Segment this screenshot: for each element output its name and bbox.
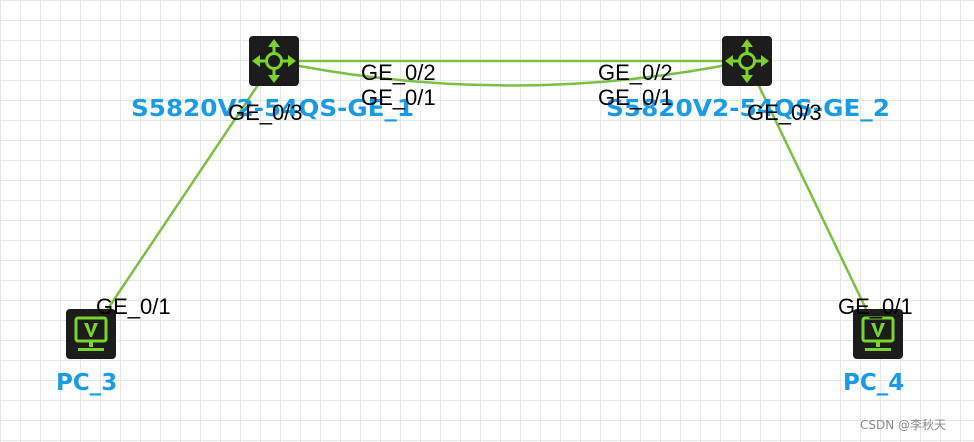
port-label-sw2-ge03: GE_0/3 (747, 100, 822, 125)
link-sw1-sw2-ge01[interactable] (273, 59, 748, 87)
device-label-sw2: S5820V2-54QS-GE_2 (606, 96, 890, 122)
port-label-sw1-ge01: GE_0/1 (361, 85, 436, 110)
port-label-sw1-ge02: GE_0/2 (361, 60, 436, 85)
port-label-sw2-ge02: GE_0/2 (598, 60, 673, 85)
router-switch-icon[interactable] (720, 34, 774, 88)
link-sw2-pc4[interactable] (745, 60, 880, 335)
device-label-sw1: S5820V2-54QS-GE_1 (131, 96, 414, 122)
port-label-sw1-ge03: GE_0/3 (228, 100, 303, 125)
router-switch-icon[interactable] (247, 34, 301, 88)
link-sw1-pc3[interactable] (89, 60, 276, 335)
port-label-pc3-ge01: GE_0/1 (96, 294, 171, 319)
device-label-pc3: PC_3 (56, 370, 117, 396)
device-label-pc4: PC_4 (843, 370, 904, 396)
port-label-sw2-ge01: GE_0/1 (598, 85, 673, 110)
port-label-pc4-ge01: GE_0/1 (838, 294, 913, 319)
watermark: CSDN @李秋天 (860, 417, 946, 432)
